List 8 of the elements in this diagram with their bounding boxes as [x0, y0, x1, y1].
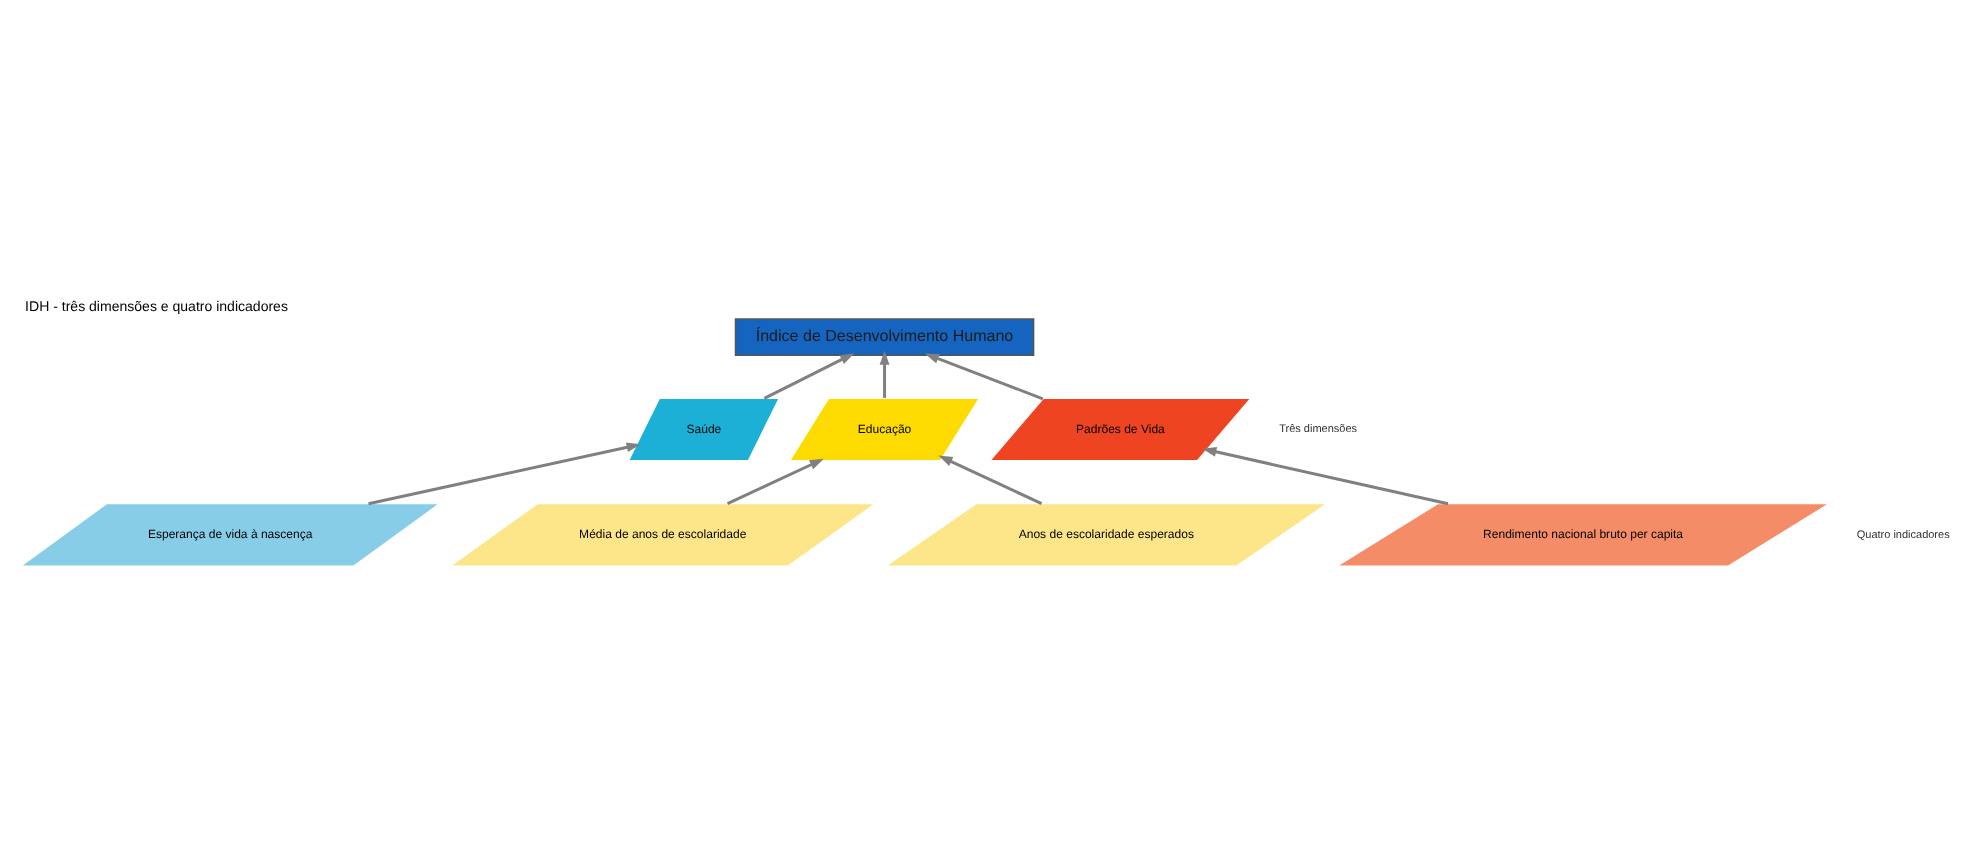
arrow: [879, 349, 890, 397]
arrow: [924, 352, 1044, 400]
arrow: [726, 457, 824, 505]
arrow: [938, 454, 1043, 505]
arrow: [368, 441, 641, 505]
arrow: [763, 352, 855, 399]
arrow: [1202, 446, 1449, 505]
node-box: Índice de Desenvolvimento Humano: [734, 317, 1035, 355]
